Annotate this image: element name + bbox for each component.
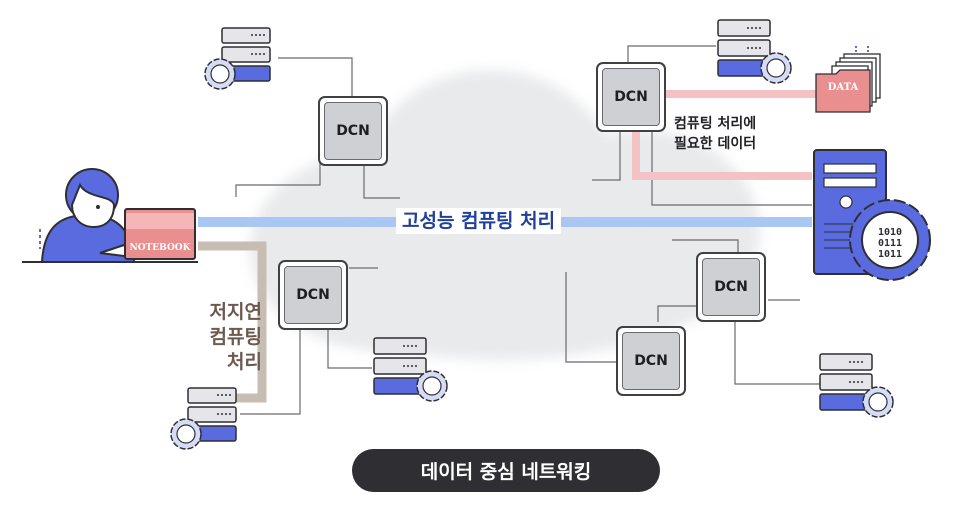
low-latency-label-line: 저지연 — [209, 301, 262, 323]
dcn-node: DCN — [278, 260, 348, 330]
dcn-node: DCN — [596, 62, 666, 132]
server-icon — [819, 353, 894, 418]
compute-data-label: 컴퓨팅 처리에 필요한 데이터 — [674, 114, 756, 154]
dcn-label: DCN — [284, 266, 342, 324]
server-icon — [170, 387, 237, 450]
data-files-icon — [815, 46, 881, 113]
low-latency-label-line: 컴퓨팅 — [209, 326, 262, 348]
dcn-node: DCN — [616, 326, 686, 396]
dcn-label: DCN — [602, 68, 660, 126]
low-latency-path — [198, 241, 267, 403]
server-icon — [717, 19, 792, 84]
notebook-label: NOTEBOOK — [129, 243, 191, 253]
notebook-icon: NOTEBOOK — [124, 208, 196, 260]
compute-data-label-line: 컴퓨팅 처리에 — [674, 116, 757, 132]
low-latency-label-line: 처리 — [227, 351, 262, 373]
server-icon — [204, 27, 271, 90]
dcn-label: DCN — [324, 102, 382, 160]
server-icon — [373, 337, 448, 402]
diagram-title: 데이터 중심 네트워킹 — [352, 449, 660, 492]
server-tower-icon — [813, 149, 931, 281]
dcn-node: DCN — [318, 96, 388, 166]
high-performance-label: 고성능 컴퓨팅 처리 — [396, 208, 562, 234]
dcn-label: DCN — [702, 258, 760, 316]
dcn-node: DCN — [696, 252, 766, 322]
dcn-label: DCN — [622, 332, 680, 390]
data-files-label: DATA — [827, 82, 859, 93]
binary-text: 1010 0111 1011 — [877, 227, 903, 260]
compute-data-label-line: 필요한 데이터 — [674, 136, 757, 152]
data-path-to-tower — [632, 130, 812, 180]
person-icon — [22, 168, 198, 263]
low-latency-label: 저지연 컴퓨팅 처리 — [150, 300, 262, 375]
